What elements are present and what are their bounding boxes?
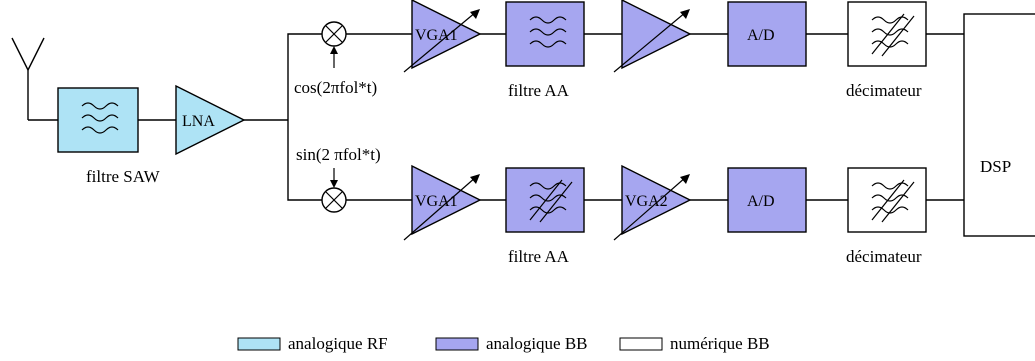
legend-swatch-analog-bb: [435, 337, 479, 351]
ad-bottom-block: A/D: [727, 167, 807, 233]
lna-triangle: [175, 84, 246, 156]
filtre-saw-label: filtre SAW: [86, 167, 161, 186]
lo-arrowhead-bottom: [330, 180, 338, 188]
decimateur-bottom-block: [847, 167, 927, 233]
filtre-saw-block: [57, 87, 139, 153]
vga2-bottom-block: VGA2: [613, 164, 692, 241]
mixer-bottom-icon: [321, 187, 347, 213]
decimateur-bottom-label: décimateur: [846, 247, 922, 266]
filtre-aa-bottom-block: [505, 167, 585, 233]
vga1-top-block: VGA1: [403, 0, 482, 73]
filter-symbol-icon: [871, 179, 915, 223]
decimateur-top-block: [847, 1, 927, 67]
filter-symbol-icon: [529, 179, 573, 223]
variable-gain-arrow-icon: [613, 176, 687, 241]
ad-bottom-label: A/D: [747, 193, 775, 210]
wire-split-top: [287, 33, 322, 120]
lna-label: LNA: [182, 113, 215, 130]
variable-gain-arrow-icon: [403, 11, 477, 73]
legend: analogique RF analogique BB numérique BB: [237, 334, 770, 353]
mixer-top-icon: [321, 21, 347, 47]
vga1-top-label: VGA1: [415, 27, 458, 44]
vga1-bottom-label: VGA1: [415, 193, 458, 210]
legend-swatch-digital-bb: [619, 337, 663, 351]
legend-label-analog-rf: analogique RF: [288, 334, 388, 353]
lo-arrowhead-top: [330, 46, 338, 54]
wire-split-bottom: [287, 120, 322, 201]
ad-top-block: A/D: [727, 1, 807, 67]
sin-label: sin(2 πfol*t): [296, 145, 381, 164]
filtre-aa-bottom-label: filtre AA: [508, 247, 570, 266]
vga2-label: VGA2: [625, 193, 668, 210]
vga1-bottom-block: VGA1: [403, 164, 482, 241]
ad-top-label: A/D: [747, 27, 775, 44]
filter-symbol-icon: [871, 13, 915, 57]
filtre-aa-top-label: filtre AA: [508, 81, 570, 100]
variable-gain-arrow-icon: [403, 176, 477, 241]
legend-swatch-analog-rf: [237, 337, 281, 351]
decimateur-top-label: décimateur: [846, 81, 922, 100]
cos-label: cos(2πfol*t): [294, 78, 377, 97]
dsp-label: DSP: [980, 157, 1011, 176]
filtre-aa-top-block: [505, 1, 585, 67]
lna-block: LNA: [175, 84, 246, 156]
legend-label-analog-bb: analogique BB: [486, 334, 588, 353]
antenna-icon: [11, 37, 45, 120]
filter-symbol-icon: [81, 102, 119, 134]
filter-symbol-icon: [529, 16, 567, 48]
dsp-block: DSP: [963, 13, 1035, 237]
variable-gain-arrow-icon: [613, 11, 687, 73]
vga-top-block: [613, 0, 692, 73]
legend-label-digital-bb: numérique BB: [670, 334, 770, 353]
filtre-saw-box: [57, 87, 139, 153]
